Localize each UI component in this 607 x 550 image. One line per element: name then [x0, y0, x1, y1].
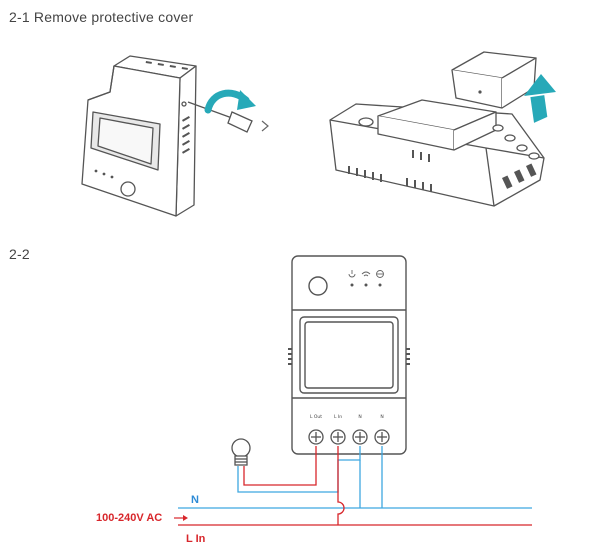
device-base-illustration	[329, 99, 545, 207]
power-icon	[348, 270, 356, 278]
terminal-label-l-out: L Out	[310, 414, 322, 420]
line-in-label: L In	[186, 533, 206, 545]
l-out-wire	[243, 446, 317, 486]
rotate-arrow-icon	[204, 89, 256, 114]
protective-cover-illustration	[451, 51, 537, 109]
light-bulb-icon	[231, 438, 251, 466]
terminal-screws	[308, 429, 390, 445]
neutral-label: N	[191, 494, 199, 506]
lift-up-arrow-icon	[524, 74, 556, 123]
terminal-label-l-in: L In	[334, 414, 342, 420]
terminal-label-n-1: N	[358, 414, 361, 420]
wifi-icon	[361, 271, 371, 277]
terminal-screw-l-in	[330, 429, 346, 445]
terminal-screw-n-1	[352, 429, 368, 445]
wiring-lines	[178, 446, 532, 526]
chevron-right-icon	[261, 120, 269, 132]
terminal-label-n-2: N	[380, 414, 383, 420]
network-icon	[376, 270, 384, 278]
arrow-right-icon	[174, 515, 188, 521]
device-angled-illustration	[81, 55, 197, 217]
terminal-screw-n-2	[374, 429, 390, 445]
step-2-title: 2-2	[9, 246, 30, 262]
supply-voltage-label: 100-240V AC	[96, 512, 162, 524]
terminal-screw-l-out	[308, 429, 324, 445]
l-in-wire	[337, 446, 345, 525]
terminal-labels: L Out L In N N	[310, 414, 384, 420]
step-1-title: 2-1 Remove protective cover	[9, 9, 194, 25]
device-front-view	[288, 255, 410, 455]
